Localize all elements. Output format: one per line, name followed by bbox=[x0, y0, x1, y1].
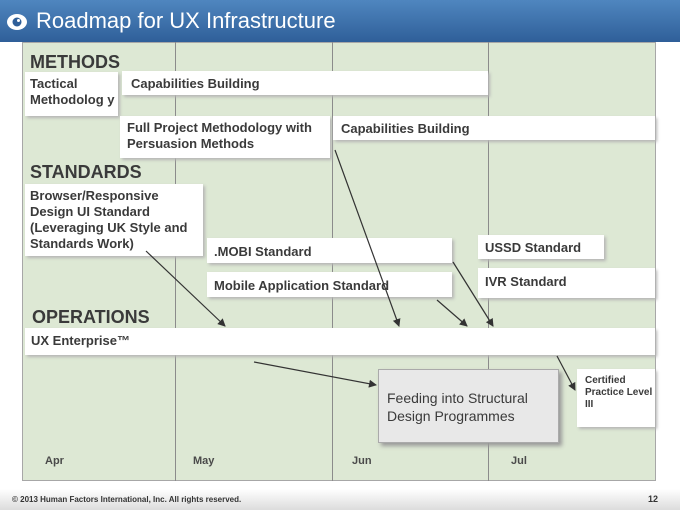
ivr-standard-box: IVR Standard bbox=[478, 268, 655, 298]
section-methods: METHODS bbox=[30, 52, 120, 72]
arrow-mobile-app-to-ux-enterprise bbox=[436, 299, 468, 327]
ux-enterprise-box: UX Enterprise™ bbox=[25, 328, 655, 355]
month-label-jul: Jul bbox=[511, 455, 527, 467]
copyright-text: © 2013 Human Factors International, Inc.… bbox=[12, 495, 242, 504]
section-standards: STANDARDS bbox=[30, 162, 142, 182]
month-divider bbox=[488, 42, 489, 481]
arrow-ux-enterprise-to-certified bbox=[556, 355, 576, 391]
section-operations: OPERATIONS bbox=[32, 307, 150, 327]
arrow-capabilities-to-ux-enterprise bbox=[334, 149, 401, 327]
month-label-jun: Jun bbox=[352, 455, 372, 467]
certified-practice-box: Certified Practice Level III bbox=[577, 369, 655, 427]
capabilities-building-box-2: Capabilities Building bbox=[333, 116, 655, 140]
arrow-ux-enterprise-to-feeding bbox=[253, 361, 377, 388]
footer-bar bbox=[0, 489, 680, 510]
month-label-may: May bbox=[193, 455, 215, 467]
title-bar: Roadmap for UX Infrastructure bbox=[0, 0, 680, 42]
arrow-browser-to-ux-enterprise bbox=[145, 250, 226, 327]
ussd-standard-box: USSD Standard bbox=[478, 235, 604, 259]
month-divider bbox=[175, 42, 176, 481]
arrow-ussd-to-ux-enterprise bbox=[452, 261, 494, 327]
mobi-standard-box: .MOBI Standard bbox=[207, 238, 452, 263]
tactical-methodology-box: Tactical Methodolog y bbox=[25, 72, 118, 116]
hfi-logo-icon bbox=[7, 14, 27, 30]
slide-title: Roadmap for UX Infrastructure bbox=[36, 8, 336, 33]
browser-responsive-standard-box: Browser/Responsive Design UI Standard (L… bbox=[25, 184, 203, 256]
full-project-methodology-box: Full Project Methodology with Persuasion… bbox=[120, 116, 330, 158]
feeding-structural-design-box: Feeding into Structural Design Programme… bbox=[378, 369, 559, 443]
month-label-apr: Apr bbox=[45, 455, 64, 467]
capabilities-building-box-1: Capabilities Building bbox=[122, 71, 488, 95]
mobile-application-standard-box: Mobile Application Standard bbox=[207, 272, 452, 297]
page-number: 12 bbox=[648, 494, 659, 504]
